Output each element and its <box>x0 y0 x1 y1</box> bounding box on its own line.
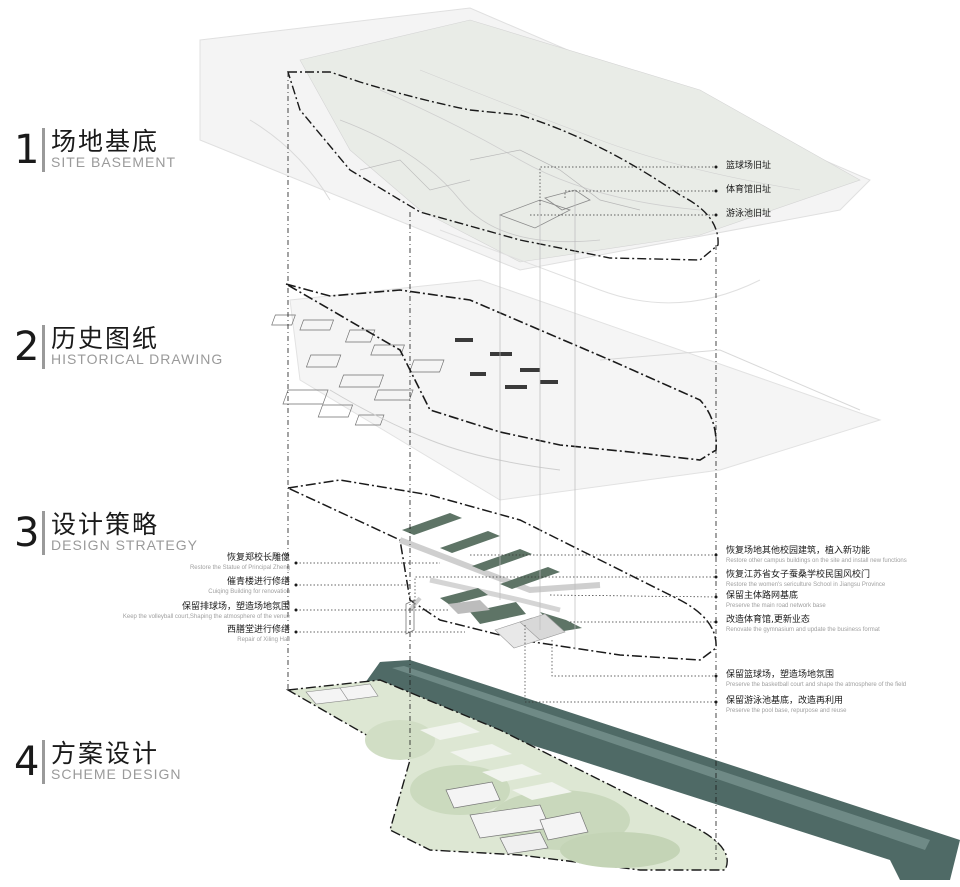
strategy-left-statue: 恢复郑校长雕像 Restore the Statue of Principal … <box>190 552 290 572</box>
layer-number: 1 <box>14 127 40 173</box>
layer-divider <box>42 325 45 369</box>
layer-4-scheme-design <box>285 660 960 880</box>
strategy-left-volleyball: 保留排球场，塑造场地氛围 Keep the volleyball court,S… <box>123 601 290 621</box>
label-zh: 体育馆旧址 <box>726 185 772 195</box>
label-en: Restore the Statue of Principal Zheng <box>189 565 290 571</box>
layer-number: 2 <box>14 324 40 370</box>
layer-title-zh: 设计策略 <box>51 510 160 540</box>
label-en: Repair of Xiling Hall <box>237 637 290 643</box>
layer-title-en: DESIGN STRATEGY <box>51 537 198 554</box>
layer-divider <box>42 740 45 784</box>
projection-lines <box>287 72 717 860</box>
label-zh: 恢复场地其他校园建筑，植入新功能 <box>726 546 871 556</box>
layer-number: 4 <box>14 739 40 785</box>
label-en: Keep the volleyball court,Shaping the at… <box>122 614 290 620</box>
layer-title-en: HISTORICAL DRAWING <box>51 351 224 368</box>
layer-title-3: 3 设计策略 DESIGN STRATEGY <box>14 511 198 555</box>
strategy-left-xiling: 西膳堂进行修缮 Repair of Xiling Hall <box>227 624 290 644</box>
label-en: Preserve the basketball court and shape … <box>726 682 907 688</box>
strategy-right-school-gate: 恢复江苏省女子蚕桑学校民国风校门 Restore the women's ser… <box>726 569 885 589</box>
strategy-right-gymnasium: 改造体育馆,更新业态 Renovate the gymnasium and up… <box>726 614 880 634</box>
label-zh: 保留游泳池基底，改造再利用 <box>726 696 844 706</box>
layer-divider <box>42 128 45 172</box>
leaders-layer-3-right <box>414 554 717 703</box>
label-zh: 保留篮球场，塑造场地氛围 <box>726 670 835 680</box>
label-zh: 恢复郑校长雕像 <box>226 553 290 563</box>
leader-endpoints <box>294 165 718 704</box>
layer-title-zh: 历史图纸 <box>51 324 160 354</box>
strategy-left-cuiqing: 催青楼进行修缮 Cuiqing Building for renovation <box>208 576 290 596</box>
label-en: Renovate the gymnasium and update the bu… <box>726 627 880 633</box>
layer-1-site-base <box>199 7 871 304</box>
strategy-right-pool: 保留游泳池基底，改造再利用 Preserve the pool base, re… <box>726 695 846 715</box>
layer-title-zh: 方案设计 <box>51 739 160 769</box>
layer-title-2: 2 历史图纸 HISTORICAL DRAWING <box>14 325 223 369</box>
label-en: Restore the women's sericulture School i… <box>726 582 886 588</box>
layer-3-design-strategy <box>285 479 717 661</box>
layer-title-4: 4 方案设计 SCHEME DESIGN <box>14 740 181 784</box>
layer-2-historical-drawing <box>271 279 882 501</box>
layer-divider <box>42 511 45 555</box>
site-label-basketball: 篮球场旧址 <box>726 160 771 172</box>
label-zh: 篮球场旧址 <box>726 161 772 171</box>
site-label-gymnasium: 体育馆旧址 <box>726 184 771 196</box>
strategy-right-basketball: 保留篮球场，塑造场地氛围 Preserve the basketball cou… <box>726 669 906 689</box>
leaders-layer-1 <box>530 166 716 216</box>
label-zh: 改造体育馆,更新业态 <box>726 615 810 625</box>
label-en: Cuiqing Building for renovation <box>208 589 290 595</box>
label-zh: 保留排球场，塑造场地氛围 <box>181 602 290 612</box>
label-en: Preserve the main road network base <box>726 603 826 609</box>
leaders-layer-3-left <box>296 562 465 633</box>
layer-title-en: SCHEME DESIGN <box>51 766 182 783</box>
strategy-right-campus-buildings: 恢复场地其他校园建筑，植入新功能 Restore other campus bu… <box>726 545 907 565</box>
label-en: Preserve the pool base, repurpose and re… <box>726 708 847 714</box>
layer-number: 3 <box>14 510 40 556</box>
label-zh: 催青楼进行修缮 <box>226 577 290 587</box>
label-en: Restore other campus buildings on the si… <box>726 558 907 564</box>
projection-lines-thin <box>499 190 576 650</box>
site-label-pool: 游泳池旧址 <box>726 208 771 220</box>
label-zh: 保留主体路网基底 <box>726 591 799 601</box>
label-zh: 游泳池旧址 <box>726 209 772 219</box>
layer-title-en: SITE BASEMENT <box>51 154 177 171</box>
label-zh: 恢复江苏省女子蚕桑学校民国风校门 <box>726 570 871 580</box>
layer-title-1: 1 场地基底 SITE BASEMENT <box>14 128 176 172</box>
layer-title-zh: 场地基底 <box>51 127 160 157</box>
label-zh: 西膳堂进行修缮 <box>226 625 290 635</box>
strategy-right-road-network: 保留主体路网基底 Preserve the main road network … <box>726 590 826 610</box>
